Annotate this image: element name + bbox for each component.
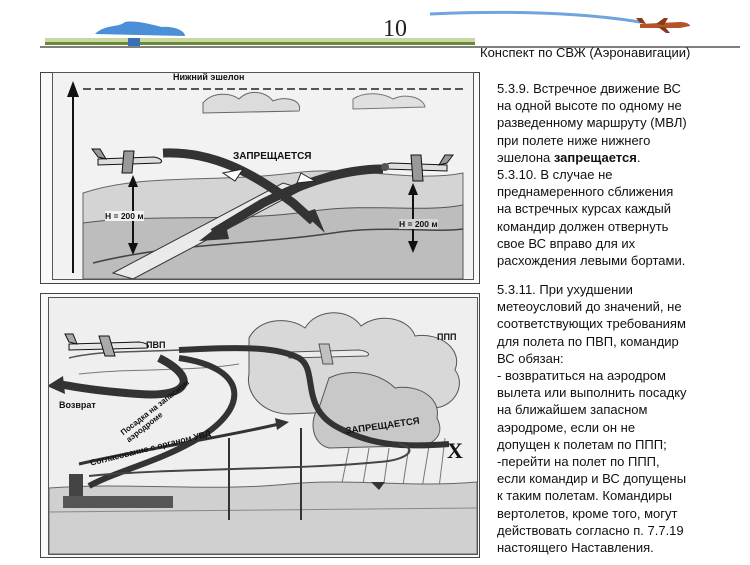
vfr-label: ПВП xyxy=(146,340,166,350)
prohibited-x-mark: X xyxy=(447,438,463,463)
text-line: - возвратиться на аэродром xyxy=(497,368,666,384)
lower-echelon-label: Нижний эшелон xyxy=(173,72,245,82)
text-line: ВС обязан: xyxy=(497,350,564,366)
text-line: разведенному маршруту (МВЛ) xyxy=(497,115,687,131)
text-line: на встречных курсах каждый xyxy=(497,201,672,217)
header-airplane-icon xyxy=(636,18,690,33)
emphasis-prohibited: запрещается xyxy=(553,149,637,165)
figure2-drawing xyxy=(49,298,477,554)
text-line: настоящего Наставления. xyxy=(497,540,654,556)
text-line: вылета или выполнить посадку xyxy=(497,385,687,401)
text-line: командир должен отвернуть xyxy=(497,218,669,234)
text-line: 5.3.9. Встречное движение ВС xyxy=(497,81,681,96)
text-line: свое ВС вправо для их xyxy=(497,235,636,251)
airplane-icon xyxy=(91,148,163,174)
ifr-label: ППП xyxy=(437,332,457,342)
text-line: соответствующих требованиям xyxy=(497,316,686,332)
text-line: расхождения левыми бортами. xyxy=(497,253,686,269)
airplane-icon xyxy=(64,333,150,357)
text-line: при полете ниже нижнего xyxy=(497,132,651,148)
header-swoosh xyxy=(429,10,641,24)
figure1-drawing xyxy=(53,73,473,279)
text-line: на ближайшем запасном xyxy=(497,402,648,418)
runway xyxy=(63,496,173,508)
text-fragment: эшелона xyxy=(497,149,554,165)
figure1-illustration: Нижний эшелон ЗАПРЕЩАЕТСЯ Н = 200 м Н = … xyxy=(52,72,474,280)
airplane-icon xyxy=(381,154,454,182)
text-line: метеоусловий до значений, не xyxy=(497,299,682,315)
text-line: аэродроме, если он не xyxy=(497,419,636,435)
flight-path-arrow xyxy=(210,164,384,237)
flight-path-arrow xyxy=(178,345,450,449)
airplane-icon xyxy=(288,343,370,365)
text-line: на одной высоте по одному не xyxy=(497,98,682,114)
text-line: для полета по ПВП, командир xyxy=(497,333,679,349)
header-building xyxy=(128,38,140,46)
text-line: 5.3.10. В случае не xyxy=(497,167,613,183)
return-path-arrow xyxy=(58,354,188,399)
text-line: вертолетов, кроме того, могут xyxy=(497,505,678,521)
text-line: действовать согласно п. 7.7.19 xyxy=(497,522,684,538)
cloud-shape xyxy=(202,92,301,114)
figure2-illustration: ПВП ППП Возврат Посадка на запасном аэро… xyxy=(48,297,478,555)
section-5-3-9-and-5-3-10: 5.3.9. Встречное движение ВС на одной вы… xyxy=(497,80,747,269)
height-label-right: Н = 200 м xyxy=(399,219,438,229)
document-title: Конспект по СВЖ (Аэронавигации) xyxy=(480,45,691,60)
alternate-landing-path xyxy=(87,355,238,489)
return-label: Возврат xyxy=(59,400,96,410)
page-number: 10 xyxy=(383,16,407,42)
height-label-left: Н = 200 м xyxy=(105,211,144,221)
height-arrow-right xyxy=(408,183,418,253)
text-line: если командир и ВС допущены xyxy=(497,471,687,487)
coordination-path xyxy=(78,422,280,466)
header-cloud xyxy=(95,21,185,36)
text-line: 5.3.11. При ухудшении xyxy=(497,282,633,297)
text-line: эшелона запрещается. xyxy=(497,149,747,166)
flight-path-arrow xyxy=(162,148,317,225)
section-5-3-11: 5.3.11. При ухудшении метеоусловий до зн… xyxy=(497,281,747,556)
text-line: преднамеренного сближения xyxy=(497,184,674,200)
text-line: допущен к полетам по ППП; xyxy=(497,436,667,452)
text-line: к таким полетам. Командиры xyxy=(497,488,672,504)
text-fragment: . xyxy=(636,149,641,165)
header-decoration xyxy=(40,10,740,48)
tower xyxy=(69,474,83,496)
text-line: -перейти на полет по ППП, xyxy=(497,454,660,470)
prohibited-label: ЗАПРЕЩАЕТСЯ xyxy=(233,151,312,162)
